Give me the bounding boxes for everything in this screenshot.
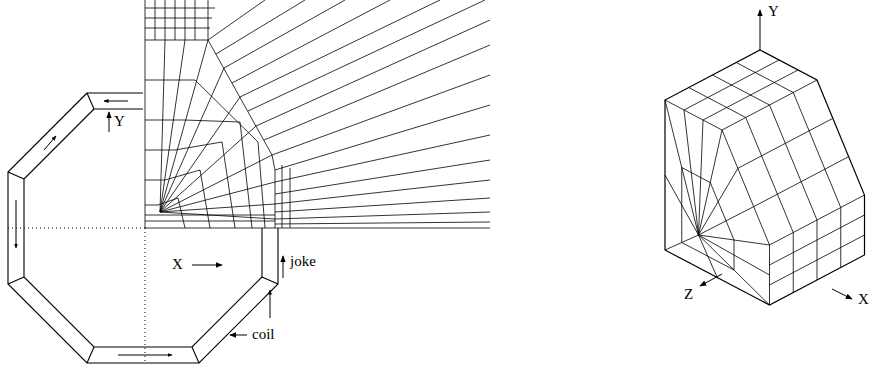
mesh-3d — [665, 50, 865, 305]
axis-label: Y — [768, 3, 779, 20]
part-label: joke — [290, 253, 316, 270]
axis-label: X — [172, 256, 183, 273]
mesh-2d — [145, 0, 490, 228]
pointer-arrow — [109, 112, 283, 335]
symmetry-line — [8, 228, 145, 363]
part-label: coil — [252, 326, 275, 343]
axis-label: Z — [684, 286, 693, 303]
axis-arrow — [700, 10, 852, 299]
axis-label: Y — [114, 113, 125, 130]
axis-label: X — [858, 291, 869, 308]
